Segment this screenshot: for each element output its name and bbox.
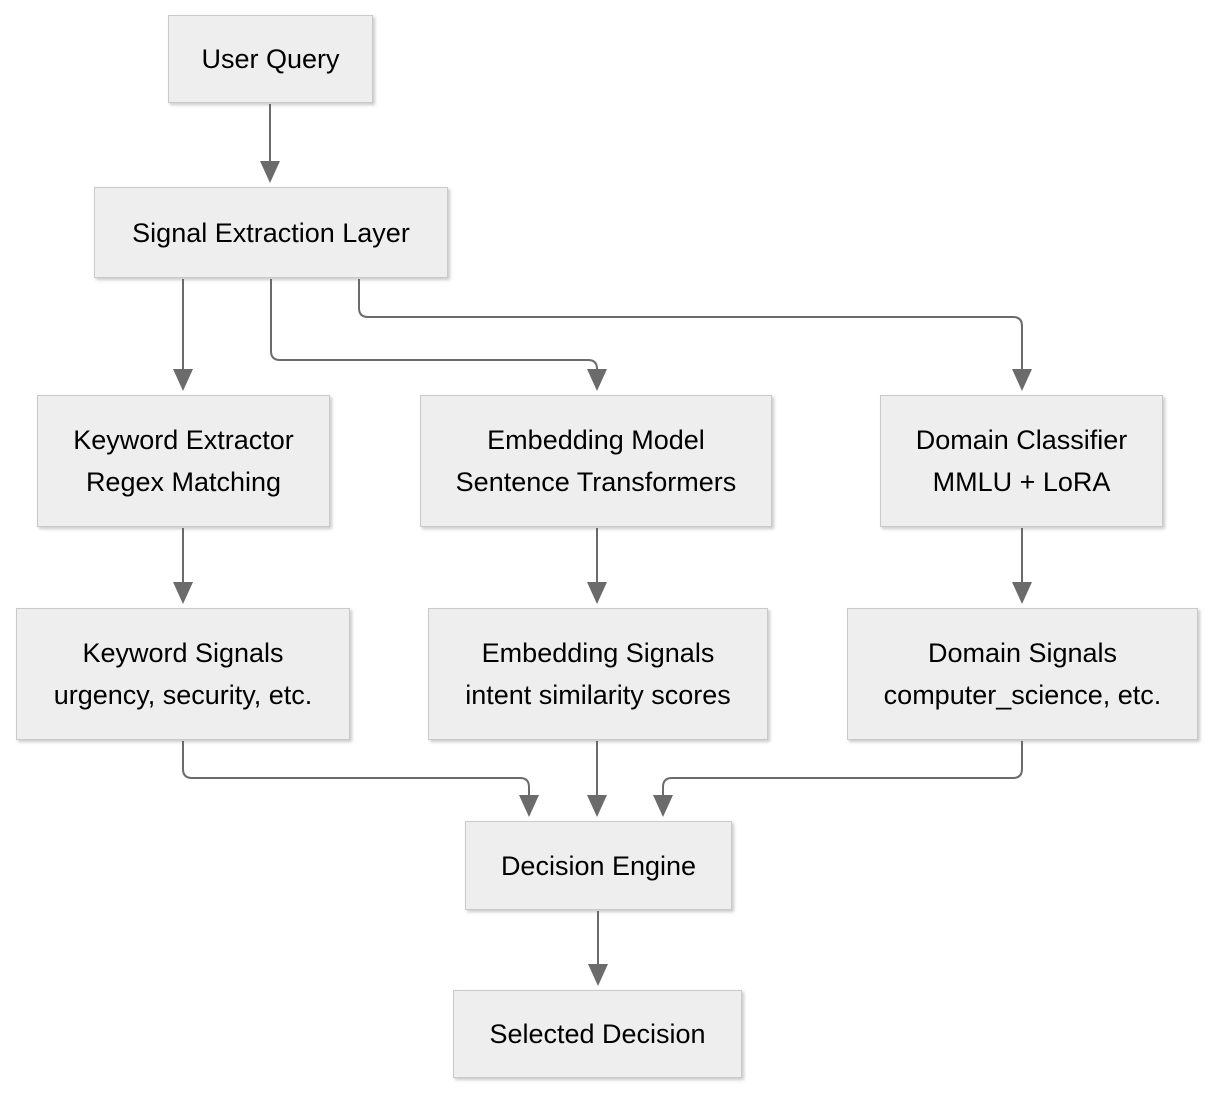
edge-signal-extraction-layer-to-domain-classifier <box>358 279 1032 391</box>
node-label-line1: User Query <box>201 44 340 74</box>
node-label-line1: Domain Classifier <box>915 425 1128 455</box>
node-embedding-signals: Embedding Signals intent similarity score… <box>428 608 768 740</box>
node-label-line2: urgency, security, etc. <box>53 680 313 710</box>
node-user-query: User Query <box>168 15 373 103</box>
node-signal-extraction-layer: Signal Extraction Layer <box>94 187 448 278</box>
edge-signal-extraction-layer-to-embedding-model <box>270 279 607 391</box>
node-label-line2: computer_science, etc. <box>883 680 1162 710</box>
node-keyword-signals: Keyword Signals urgency, security, etc. <box>16 608 350 740</box>
node-label-line2: Sentence Transformers <box>455 467 737 497</box>
node-label-line1: Keyword Extractor <box>73 425 294 455</box>
node-selected-decision: Selected Decision <box>453 990 742 1078</box>
edge-keyword-signals-to-decision-engine <box>182 741 539 817</box>
node-label-line1: Signal Extraction Layer <box>132 217 410 248</box>
node-label-line1: Decision Engine <box>500 850 697 881</box>
node-label-line2: Regex Matching <box>85 467 282 497</box>
node-label-line1: Embedding Signals <box>481 638 715 668</box>
node-label-line1: Selected Decision <box>489 1019 706 1049</box>
node-label-line1: Embedding Model <box>487 425 705 455</box>
node-label-line2: intent similarity scores <box>465 680 731 710</box>
edge-domain-signals-to-decision-engine <box>653 741 1023 817</box>
node-label-line2: MMLU + LoRA <box>932 467 1111 497</box>
node-domain-signals: Domain Signals computer_science, etc. <box>847 608 1198 740</box>
node-decision-engine: Decision Engine <box>465 821 732 910</box>
node-label-line1: Domain Signals <box>927 638 1118 668</box>
node-label-line1: Keyword Signals <box>82 638 284 668</box>
